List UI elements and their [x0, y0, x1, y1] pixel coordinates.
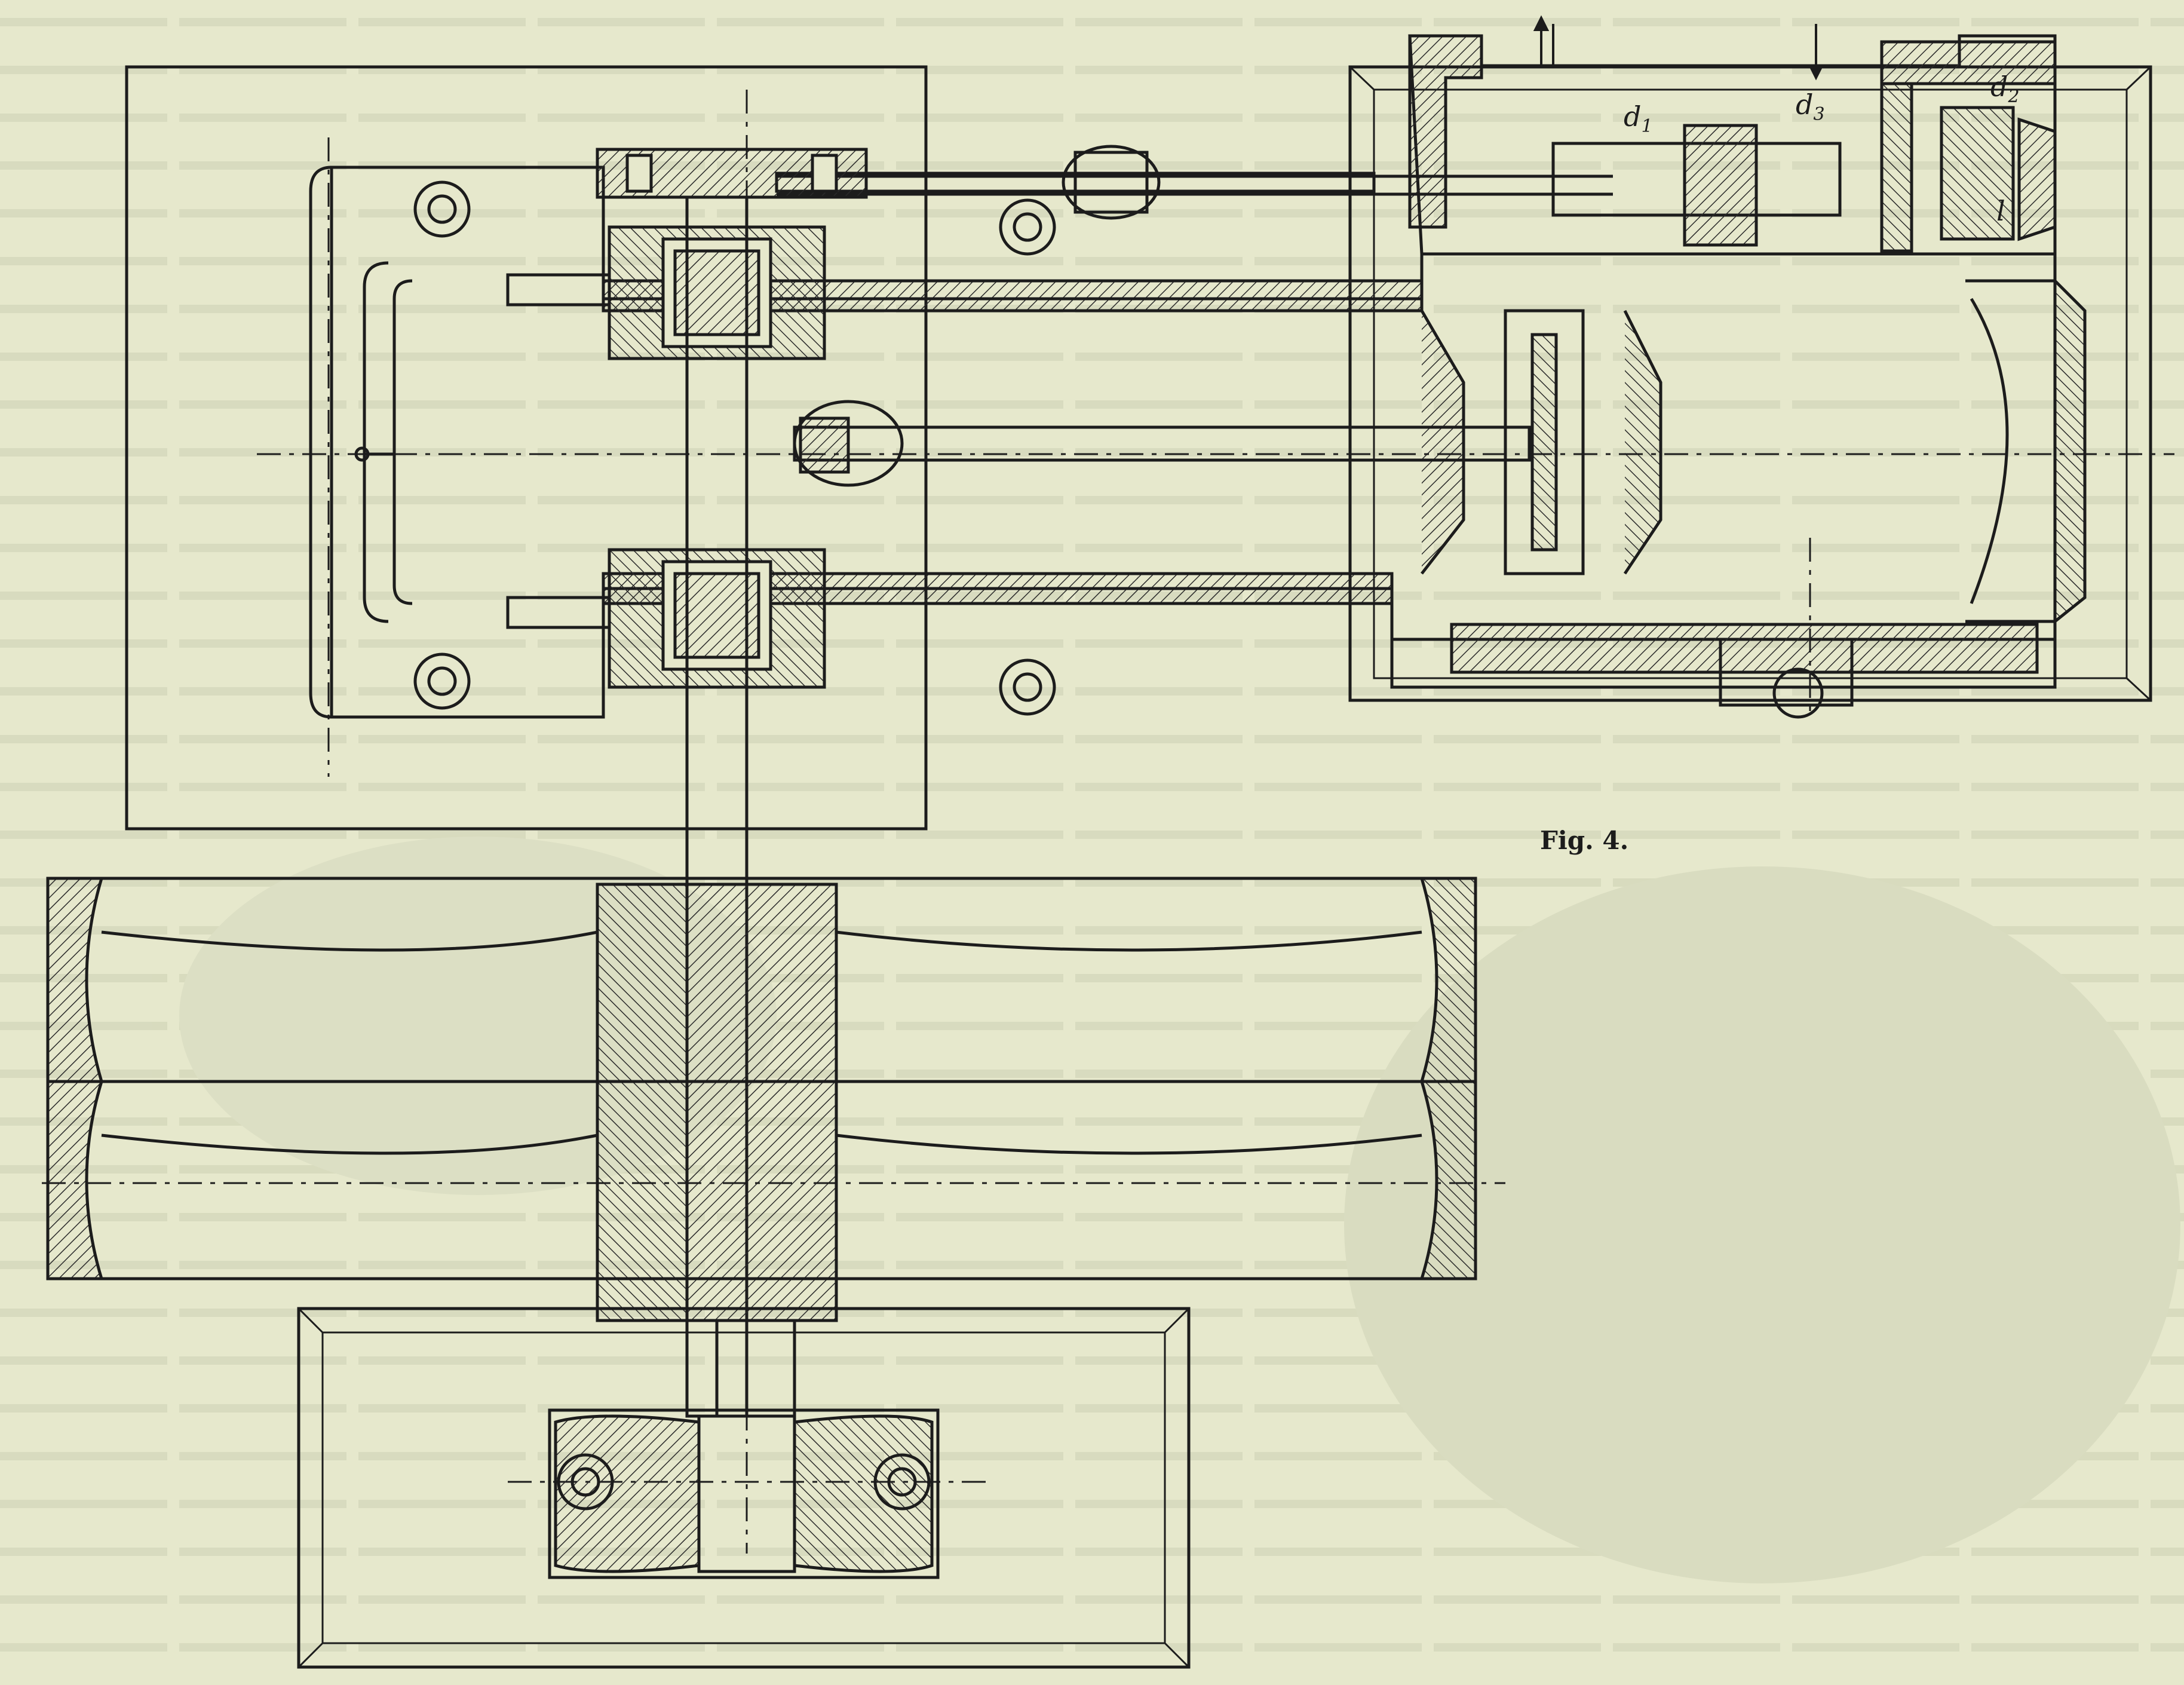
- label-d2: d2: [1990, 71, 2020, 108]
- label-d1: d1: [1624, 100, 1653, 137]
- label-d3: d3: [1796, 88, 1825, 125]
- center-lines: [42, 137, 2174, 1483]
- figure-caption: Fig. 4.: [1540, 826, 1629, 855]
- label-l: l: [1996, 195, 2005, 227]
- shaft-bearings: [506, 148, 868, 689]
- drum: [46, 877, 1477, 1280]
- main-shaft: [596, 90, 838, 1554]
- flow-arrows: [1533, 15, 1824, 81]
- left-bracket: [309, 166, 1056, 719]
- foot-bearing: [297, 1307, 1191, 1669]
